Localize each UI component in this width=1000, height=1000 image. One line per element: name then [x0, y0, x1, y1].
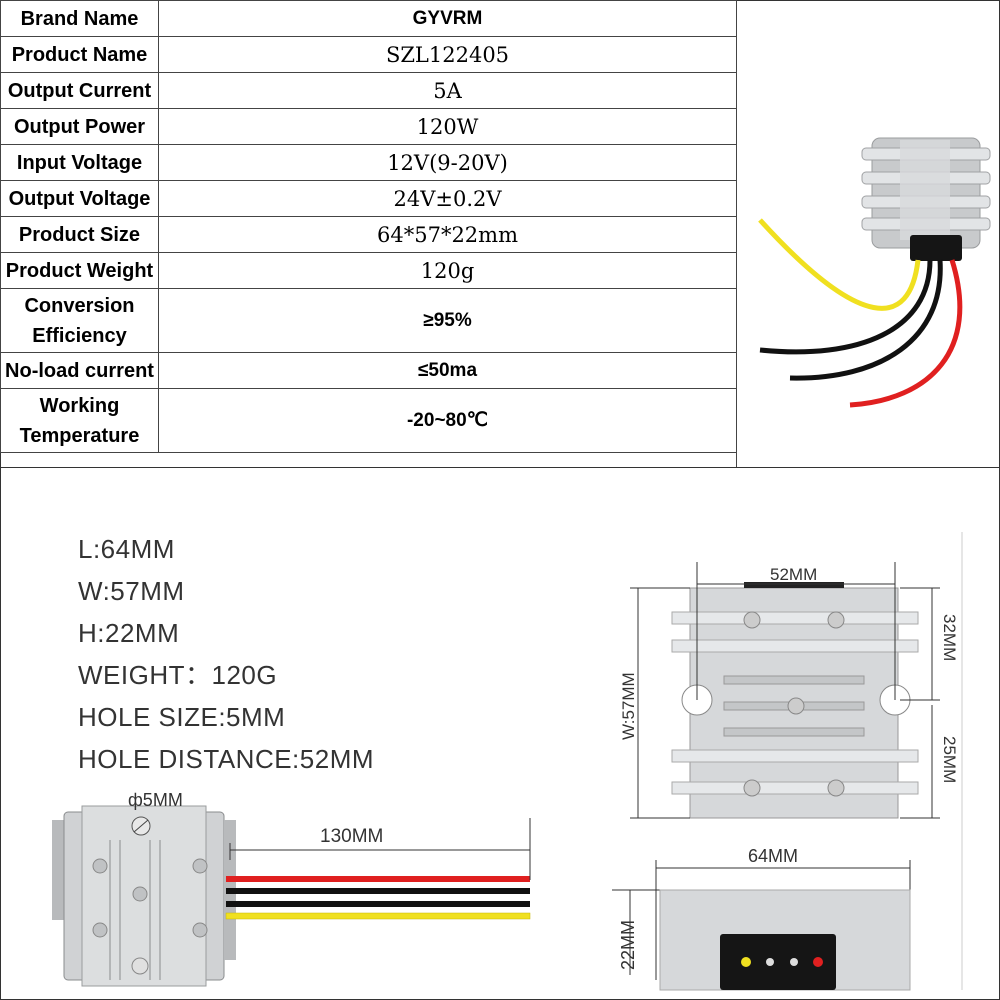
wire-yellow — [758, 218, 921, 311]
spec-label: Product Name — [0, 36, 159, 73]
product-photo — [758, 137, 991, 408]
dimension-list: L:64MM W:57MM H:22MM WEIGHT：120G HOLE SI… — [78, 528, 374, 780]
spec-value: ≤50ma — [158, 352, 737, 389]
spec-label-line: Temperature — [19, 424, 140, 447]
spec-value: -20~80℃ — [158, 388, 737, 453]
spec-table: Brand Name GYVRM Product Name SZL122405 … — [0, 0, 737, 453]
front-view-drawing: 64MM 22MM — [612, 846, 911, 991]
top-view-drawing: 52MM W:57MM 32MM 25MM — [619, 532, 963, 990]
spec-value: 64*57*22mm — [158, 216, 737, 253]
dim-hole-distance: HOLE DISTANCE:52MM — [78, 744, 375, 774]
spec-value: 120W — [158, 108, 737, 145]
technical-drawings: ф5MM 130MM 52MM W:57MM — [52, 532, 963, 991]
converter-housing — [861, 137, 991, 261]
wire-black-2 — [789, 259, 943, 381]
table-row: Output Voltage 24V±0.2V — [0, 180, 737, 217]
spec-label: No-load current — [0, 352, 159, 389]
table-row: Brand Name GYVRM — [0, 0, 737, 37]
side-view-drawing: ф5MM — [52, 790, 236, 987]
wire-bundle: 130MM — [225, 818, 531, 920]
seg-bottom-label: 25MM — [940, 736, 959, 783]
spec-value: 120g — [158, 252, 737, 289]
dim-width: W:57MM — [78, 576, 185, 606]
spec-label: Output Voltage — [0, 180, 159, 217]
spec-label: Brand Name — [0, 0, 159, 37]
spec-label-line: Conversion — [24, 294, 135, 317]
spec-value: ≥95% — [158, 288, 737, 353]
spec-value: GYVRM — [158, 0, 737, 37]
spec-label: Output Current — [0, 72, 159, 109]
spec-value: 24V±0.2V — [158, 180, 737, 217]
table-row: Input Voltage 12V(9-20V) — [0, 144, 737, 181]
bottom-height-label: 22MM — [618, 920, 638, 970]
spec-label: Output Power — [0, 108, 159, 145]
spec-label-line: Efficiency — [32, 324, 127, 347]
table-row: Conversion Efficiency ≥95% — [0, 288, 737, 353]
table-row: Product Weight 120g — [0, 252, 737, 289]
dim-hole-size: HOLE SIZE:5MM — [78, 702, 286, 732]
dim-length: L:64MM — [78, 534, 175, 564]
table-row: Product Size 64*57*22mm — [0, 216, 737, 253]
dim-weight: WEIGHT：120G — [78, 660, 278, 690]
spec-label: Input Voltage — [0, 144, 159, 181]
spec-label: Working Temperature — [0, 388, 159, 453]
spec-value: SZL122405 — [158, 36, 737, 73]
hole-label: ф5MM — [128, 790, 183, 810]
table-row: Product Name SZL122405 — [0, 36, 737, 73]
table-row: Output Power 120W — [0, 108, 737, 145]
spec-label-line: Working — [39, 394, 120, 417]
wire-black — [759, 259, 933, 355]
spec-value: 12V(9-20V) — [158, 144, 737, 181]
wire-red — [849, 259, 963, 408]
side-width-label: W:57MM — [619, 672, 638, 740]
table-row: No-load current ≤50ma — [0, 352, 737, 389]
bottom-length-label: 64MM — [748, 846, 798, 866]
wire-length-label: 130MM — [320, 826, 383, 847]
column-divider — [736, 0, 737, 467]
table-row: Working Temperature -20~80℃ — [0, 388, 737, 453]
top-width-label: 52MM — [770, 565, 817, 584]
dim-height: H:22MM — [78, 618, 180, 648]
seg-top-label: 32MM — [940, 614, 959, 661]
spec-value: 5A — [158, 72, 737, 109]
spec-label: Product Size — [0, 216, 159, 253]
table-row: Output Current 5A — [0, 72, 737, 109]
spec-section: Brand Name GYVRM Product Name SZL122405 … — [0, 0, 1000, 468]
spec-label: Conversion Efficiency — [0, 288, 159, 353]
section-divider — [0, 467, 1000, 468]
spec-label: Product Weight — [0, 252, 159, 289]
